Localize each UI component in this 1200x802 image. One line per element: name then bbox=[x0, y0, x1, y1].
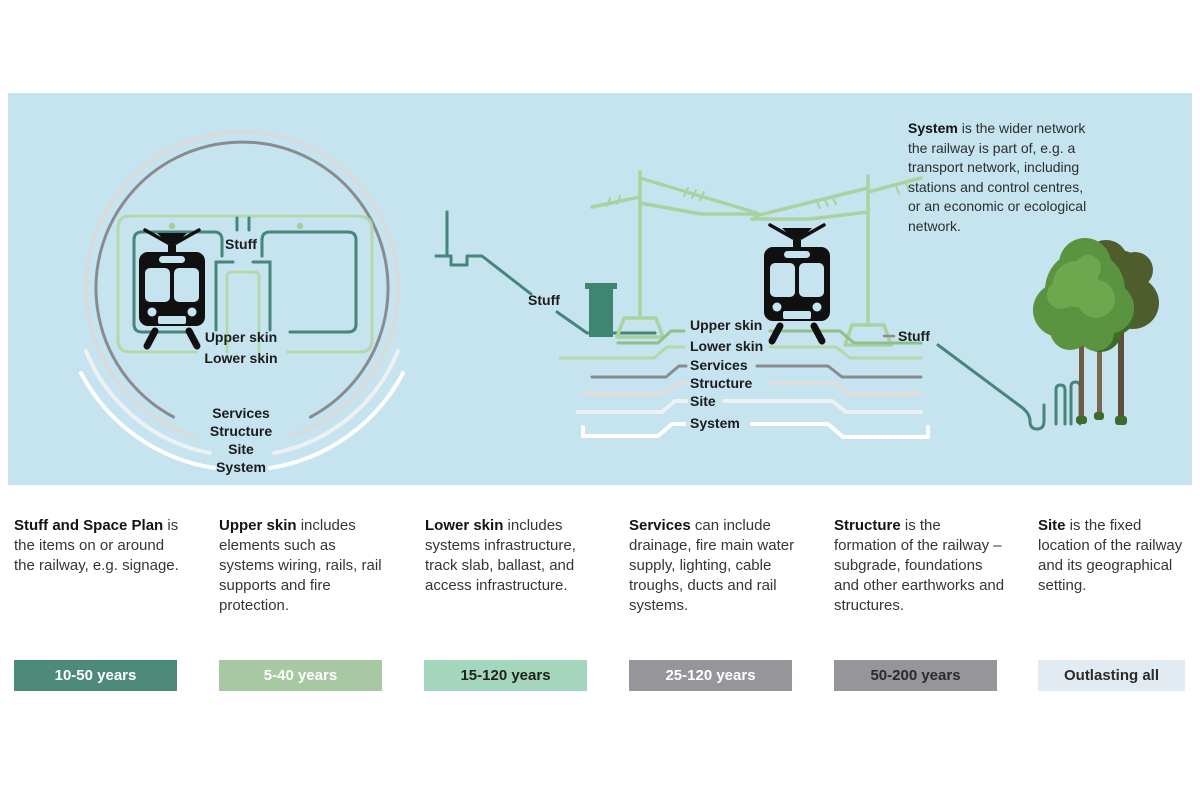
duration-label: 50-200 years bbox=[870, 667, 961, 684]
surface-label-lower-skin: Lower skin bbox=[690, 338, 763, 354]
legend-column-site: Site is the fixed location of the railwa… bbox=[1038, 516, 1188, 596]
surface-layer-lines bbox=[558, 329, 930, 439]
surface-structure-line bbox=[581, 381, 923, 396]
tree-canopy-highlight bbox=[1047, 255, 1115, 318]
duration-bar-services: 25-120 years bbox=[629, 660, 792, 691]
surface-lower-skin-line bbox=[558, 345, 923, 360]
tunnel-site-arc-left bbox=[84, 349, 212, 455]
legend-lead: Stuff and Space Plan bbox=[14, 517, 164, 534]
tunnel-system-arc-right bbox=[268, 371, 405, 470]
tunnel-label-site: Site bbox=[228, 441, 254, 457]
equipment-cabinet bbox=[589, 289, 613, 337]
duration-bar-lower-skin: 15-120 years bbox=[424, 660, 587, 691]
duration-bar-site: Outlasting all bbox=[1038, 660, 1185, 691]
system-note: System is the wider network the railway … bbox=[908, 119, 1094, 236]
legend-text: is the items on or around the railway, e… bbox=[14, 517, 179, 574]
tunnel-fitting-dot-left bbox=[168, 222, 176, 230]
legend-text: can include drainage, fire main water su… bbox=[629, 517, 795, 614]
surface-system-line bbox=[581, 422, 930, 439]
tunnel-central-duct-inner bbox=[225, 270, 261, 354]
tree-trunk bbox=[1097, 338, 1102, 418]
system-note-text: is the wider network the railway is part… bbox=[908, 120, 1087, 234]
tunnel-label-structure: Structure bbox=[210, 423, 272, 439]
legend-column-lower-skin: Lower skin includes systems infrastructu… bbox=[425, 516, 591, 596]
duration-label: 10-50 years bbox=[54, 667, 137, 684]
surface-label-stuff-right: Stuff bbox=[898, 328, 930, 344]
duration-label: 15-120 years bbox=[460, 667, 551, 684]
legend-column-upper-skin: Upper skin includes elements such as sys… bbox=[219, 516, 389, 616]
surface-site-line bbox=[576, 399, 923, 414]
surface-label-system: System bbox=[690, 415, 740, 431]
tunnel-layer-labels: Stuff Upper skin Lower skin Services Str… bbox=[204, 236, 277, 475]
surface-cross-section bbox=[434, 170, 1082, 439]
tree-trunk bbox=[1118, 330, 1124, 425]
legend-text: is the fixed location of the railway and… bbox=[1038, 517, 1183, 594]
surface-label-site: Site bbox=[690, 393, 716, 409]
tunnel-central-duct-top bbox=[235, 216, 251, 232]
tunnel-system-arc-left bbox=[79, 371, 216, 470]
legend-lead: Site bbox=[1038, 517, 1066, 534]
legend-column-structure: Structure is the formation of the railwa… bbox=[834, 516, 1006, 616]
tunnel-upper-skin-left-chamber bbox=[132, 230, 224, 334]
system-note-lead: System bbox=[908, 120, 958, 136]
tunnel-fitting-dot-right bbox=[296, 222, 304, 230]
tunnel-cross-section bbox=[79, 130, 405, 470]
duration-label: Outlasting all bbox=[1063, 667, 1159, 684]
legend-text: includes elements such as systems wiring… bbox=[219, 517, 382, 614]
surface-ground-line bbox=[555, 310, 657, 335]
surface-stuff-left-line bbox=[434, 210, 533, 296]
tunnel-lower-skin-lining bbox=[116, 214, 374, 354]
duration-bar-structure: 50-200 years bbox=[834, 660, 997, 691]
tunnel-label-upper-skin: Upper skin bbox=[205, 329, 277, 345]
tunnel-upper-skin-right-chamber bbox=[260, 230, 358, 334]
surface-layer-labels: Stuff Upper skin Lower skin Services Str… bbox=[528, 292, 930, 431]
duration-label: 5-40 years bbox=[263, 667, 338, 684]
legend-lead: Lower skin bbox=[425, 517, 504, 534]
tunnel-structure-ring bbox=[84, 130, 400, 439]
tunnel-site-arc-right bbox=[272, 349, 400, 455]
tree-trunk bbox=[1079, 345, 1084, 423]
tree-grass bbox=[1076, 412, 1127, 425]
surface-stuff-right-line bbox=[936, 343, 1046, 431]
legend-column-stuff: Stuff and Space Plan is the items on or … bbox=[14, 516, 184, 576]
tunnel-central-duct-walls bbox=[214, 260, 272, 332]
surface-label-structure: Structure bbox=[690, 375, 752, 391]
tunnel-label-stuff: Stuff bbox=[225, 236, 257, 252]
duration-label: 25-120 years bbox=[665, 667, 756, 684]
catenary-mast-left bbox=[590, 170, 760, 339]
tunnel-services-ring bbox=[94, 140, 390, 419]
tunnel-label-system: System bbox=[216, 459, 266, 475]
surface-label-upper-skin: Upper skin bbox=[690, 317, 762, 333]
legend-column-services: Services can include drainage, fire main… bbox=[629, 516, 801, 616]
cabinet-cap bbox=[585, 283, 617, 289]
legend-text: is the formation of the railway – subgra… bbox=[834, 517, 1005, 614]
duration-bar-upper-skin: 5-40 years bbox=[219, 660, 382, 691]
legend-lead: Services bbox=[629, 517, 691, 534]
tunnel-label-services: Services bbox=[212, 405, 270, 421]
tunnel-label-lower-skin: Lower skin bbox=[204, 350, 277, 366]
surface-label-stuff-left: Stuff bbox=[528, 292, 560, 308]
surface-services-line bbox=[590, 364, 923, 379]
trees-image bbox=[1033, 238, 1159, 425]
legend-text: includes systems infrastructure, track s… bbox=[425, 517, 576, 594]
surface-label-services: Services bbox=[690, 357, 748, 373]
surface-upper-skin-line bbox=[616, 329, 923, 345]
legend-lead: Upper skin bbox=[219, 517, 297, 534]
duration-bar-stuff: 10-50 years bbox=[14, 660, 177, 691]
legend-lead: Structure bbox=[834, 517, 901, 534]
